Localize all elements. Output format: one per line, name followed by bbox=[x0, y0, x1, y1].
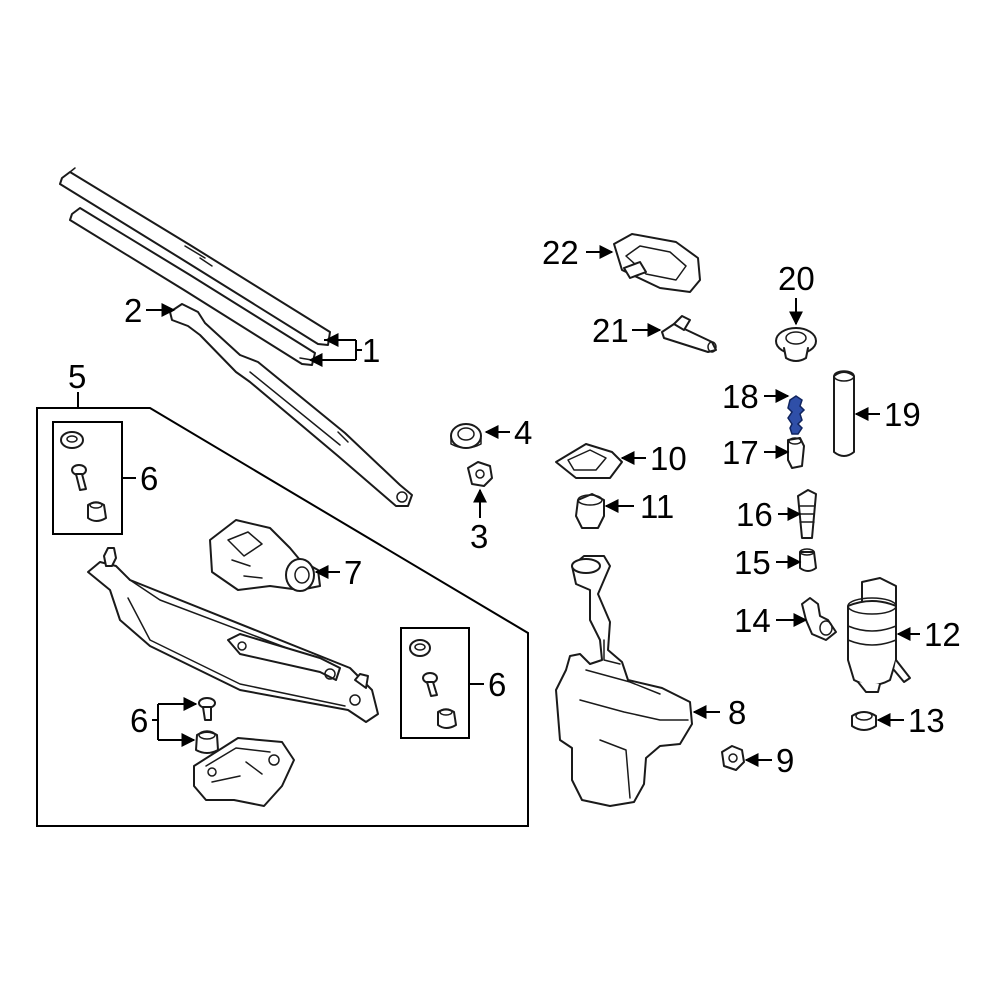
callout-10: 10 bbox=[650, 440, 687, 477]
nozzle-connector[interactable] bbox=[797, 489, 817, 539]
hose-connector-highlighted[interactable] bbox=[787, 395, 806, 435]
check-valve[interactable] bbox=[787, 437, 805, 469]
callout-20: 20 bbox=[778, 260, 815, 297]
callout-1: 1 bbox=[362, 332, 380, 369]
callout-9: 9 bbox=[776, 742, 794, 779]
hose-plug[interactable] bbox=[799, 548, 817, 572]
callout-6-lower: 6 bbox=[130, 702, 148, 739]
callout-7: 7 bbox=[344, 554, 362, 591]
washer-pump[interactable] bbox=[847, 577, 911, 693]
washer-reservoir[interactable] bbox=[555, 555, 693, 807]
hardware-kit-box-left bbox=[52, 421, 123, 535]
reservoir-cap-cover[interactable] bbox=[555, 443, 623, 479]
callout-16: 16 bbox=[736, 496, 773, 533]
bolt-part-6[interactable] bbox=[198, 697, 216, 721]
callout-4: 4 bbox=[514, 414, 532, 451]
nut-part-3[interactable] bbox=[467, 461, 493, 487]
callout-19: 19 bbox=[884, 396, 921, 433]
leader-lines bbox=[77, 245, 920, 767]
grommet-part-4[interactable] bbox=[450, 423, 482, 449]
pump-grommet-connector[interactable] bbox=[801, 597, 837, 641]
washer-hose[interactable] bbox=[833, 370, 855, 457]
callout-15: 15 bbox=[734, 544, 771, 581]
hose-connector[interactable] bbox=[661, 315, 717, 353]
bushing-part-6[interactable] bbox=[195, 730, 219, 754]
grommet-part-20[interactable] bbox=[775, 327, 817, 362]
callout-6-right-kit: 6 bbox=[488, 666, 506, 703]
wiper-linkage[interactable] bbox=[87, 547, 379, 723]
wiper-motor[interactable] bbox=[209, 519, 321, 592]
callout-labels: 1 2 3 4 5 6 6 6 7 8 9 10 11 12 13 14 15 … bbox=[68, 234, 961, 779]
callout-8: 8 bbox=[728, 694, 746, 731]
callout-22: 22 bbox=[542, 234, 579, 271]
callout-21: 21 bbox=[592, 312, 629, 349]
callout-17: 17 bbox=[722, 434, 759, 471]
callout-3: 3 bbox=[470, 518, 488, 555]
filler-neck-adapter[interactable] bbox=[575, 493, 605, 529]
callout-12: 12 bbox=[924, 616, 961, 653]
callout-5: 5 bbox=[68, 358, 86, 395]
hardware-kit-box-right bbox=[400, 627, 470, 739]
wiper-arm[interactable] bbox=[169, 303, 413, 507]
mounting-bracket[interactable] bbox=[193, 737, 295, 807]
callout-13: 13 bbox=[908, 702, 945, 739]
callout-14: 14 bbox=[734, 602, 771, 639]
callout-11: 11 bbox=[640, 488, 674, 525]
callout-6-left-kit: 6 bbox=[140, 460, 158, 497]
callout-18: 18 bbox=[722, 378, 759, 415]
nozzle-cover[interactable] bbox=[613, 233, 701, 293]
wiper-linkage-kit-frame bbox=[36, 407, 529, 827]
callout-2: 2 bbox=[124, 292, 142, 329]
reservoir-nut[interactable] bbox=[721, 745, 745, 771]
pump-grommet[interactable] bbox=[851, 711, 877, 731]
wiper-blade-lower[interactable] bbox=[69, 207, 316, 366]
